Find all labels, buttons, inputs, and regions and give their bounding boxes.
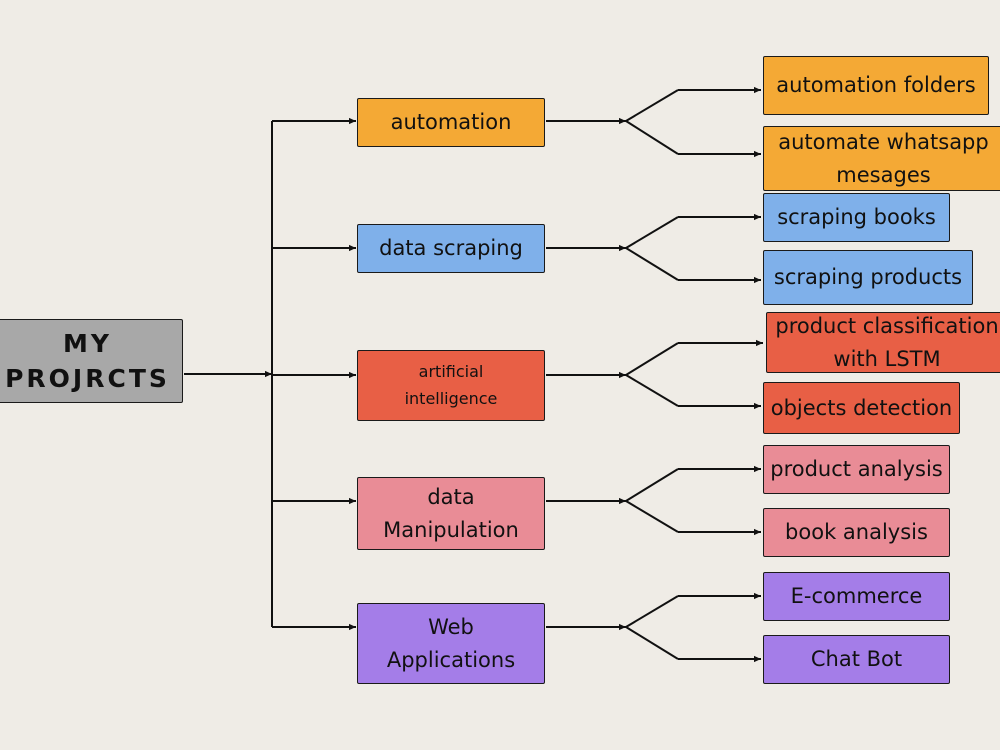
leaf-product-analysis: product analysis	[763, 445, 950, 494]
leaf-scraping-books: scraping books	[763, 193, 950, 242]
leaf-automation-folders: automation folders	[763, 56, 989, 115]
category-artificial-intelligence: artificial intelligence	[357, 350, 545, 421]
category-data-manipulation: data Manipulation	[357, 477, 545, 550]
leaf-book-analysis: book analysis	[763, 508, 950, 557]
fork-branch	[625, 120, 679, 155]
leaf-objects-detection: objects detection	[763, 382, 960, 434]
category-automation: automation	[357, 98, 545, 147]
leaf-e-commerce: E-commerce	[763, 572, 950, 621]
fork-branch	[625, 500, 679, 533]
fork-branch	[625, 342, 679, 376]
fork-branch	[625, 626, 679, 660]
fork-branch	[625, 247, 679, 281]
leaf-automate-whatsapp-messages: automate whatsapp mesages	[763, 126, 1000, 191]
leaf-scraping-products: scraping products	[763, 250, 973, 305]
fork-branch	[625, 374, 679, 407]
category-web-applications: Web Applications	[357, 603, 545, 684]
fork-branch	[625, 216, 679, 249]
leaf-chat-bot: Chat Bot	[763, 635, 950, 684]
root-node-my-projects: MY PROJRCTS	[0, 319, 183, 403]
fork-branch	[625, 89, 679, 122]
fork-branch	[625, 468, 679, 502]
leaf-product-classification-lstm: product classification with LSTM	[766, 312, 1000, 373]
category-data-scraping: data scraping	[357, 224, 545, 273]
fork-branch	[625, 595, 679, 628]
